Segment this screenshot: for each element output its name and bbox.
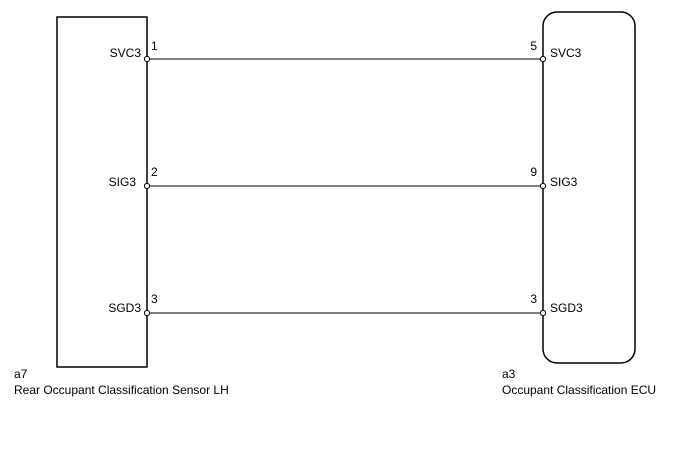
wire-2: SIG3 2 9 SIG3 (109, 165, 578, 190)
right-component-name: Occupant Classification ECU (502, 383, 656, 397)
wire-3: SGD3 3 3 SGD3 (108, 292, 583, 317)
right-pin-number: 5 (530, 39, 537, 53)
left-terminal (143, 309, 151, 317)
right-pin-label: SVC3 (550, 46, 582, 60)
right-terminal (539, 55, 547, 63)
right-component-code: a3 (502, 367, 516, 381)
left-pin-number: 1 (151, 39, 158, 53)
left-component-name: Rear Occupant Classification Sensor LH (14, 383, 229, 397)
left-pin-label: SIG3 (109, 175, 137, 189)
left-pin-label: SGD3 (108, 301, 141, 315)
left-pin-label: SVC3 (110, 46, 142, 60)
right-terminal (539, 309, 547, 317)
left-pin-number: 2 (151, 165, 158, 179)
right-pin-label: SGD3 (550, 301, 583, 315)
right-pin-number: 9 (530, 165, 537, 179)
right-pin-label: SIG3 (550, 175, 578, 189)
left-terminal (143, 55, 151, 63)
left-pin-number: 3 (151, 292, 158, 306)
right-terminal (539, 182, 547, 190)
right-pin-number: 3 (530, 292, 537, 306)
left-terminal (143, 182, 151, 190)
left-component-code: a7 (14, 367, 28, 381)
left-component-box (56, 16, 148, 368)
wire-1: SVC3 1 5 SVC3 (110, 39, 582, 63)
